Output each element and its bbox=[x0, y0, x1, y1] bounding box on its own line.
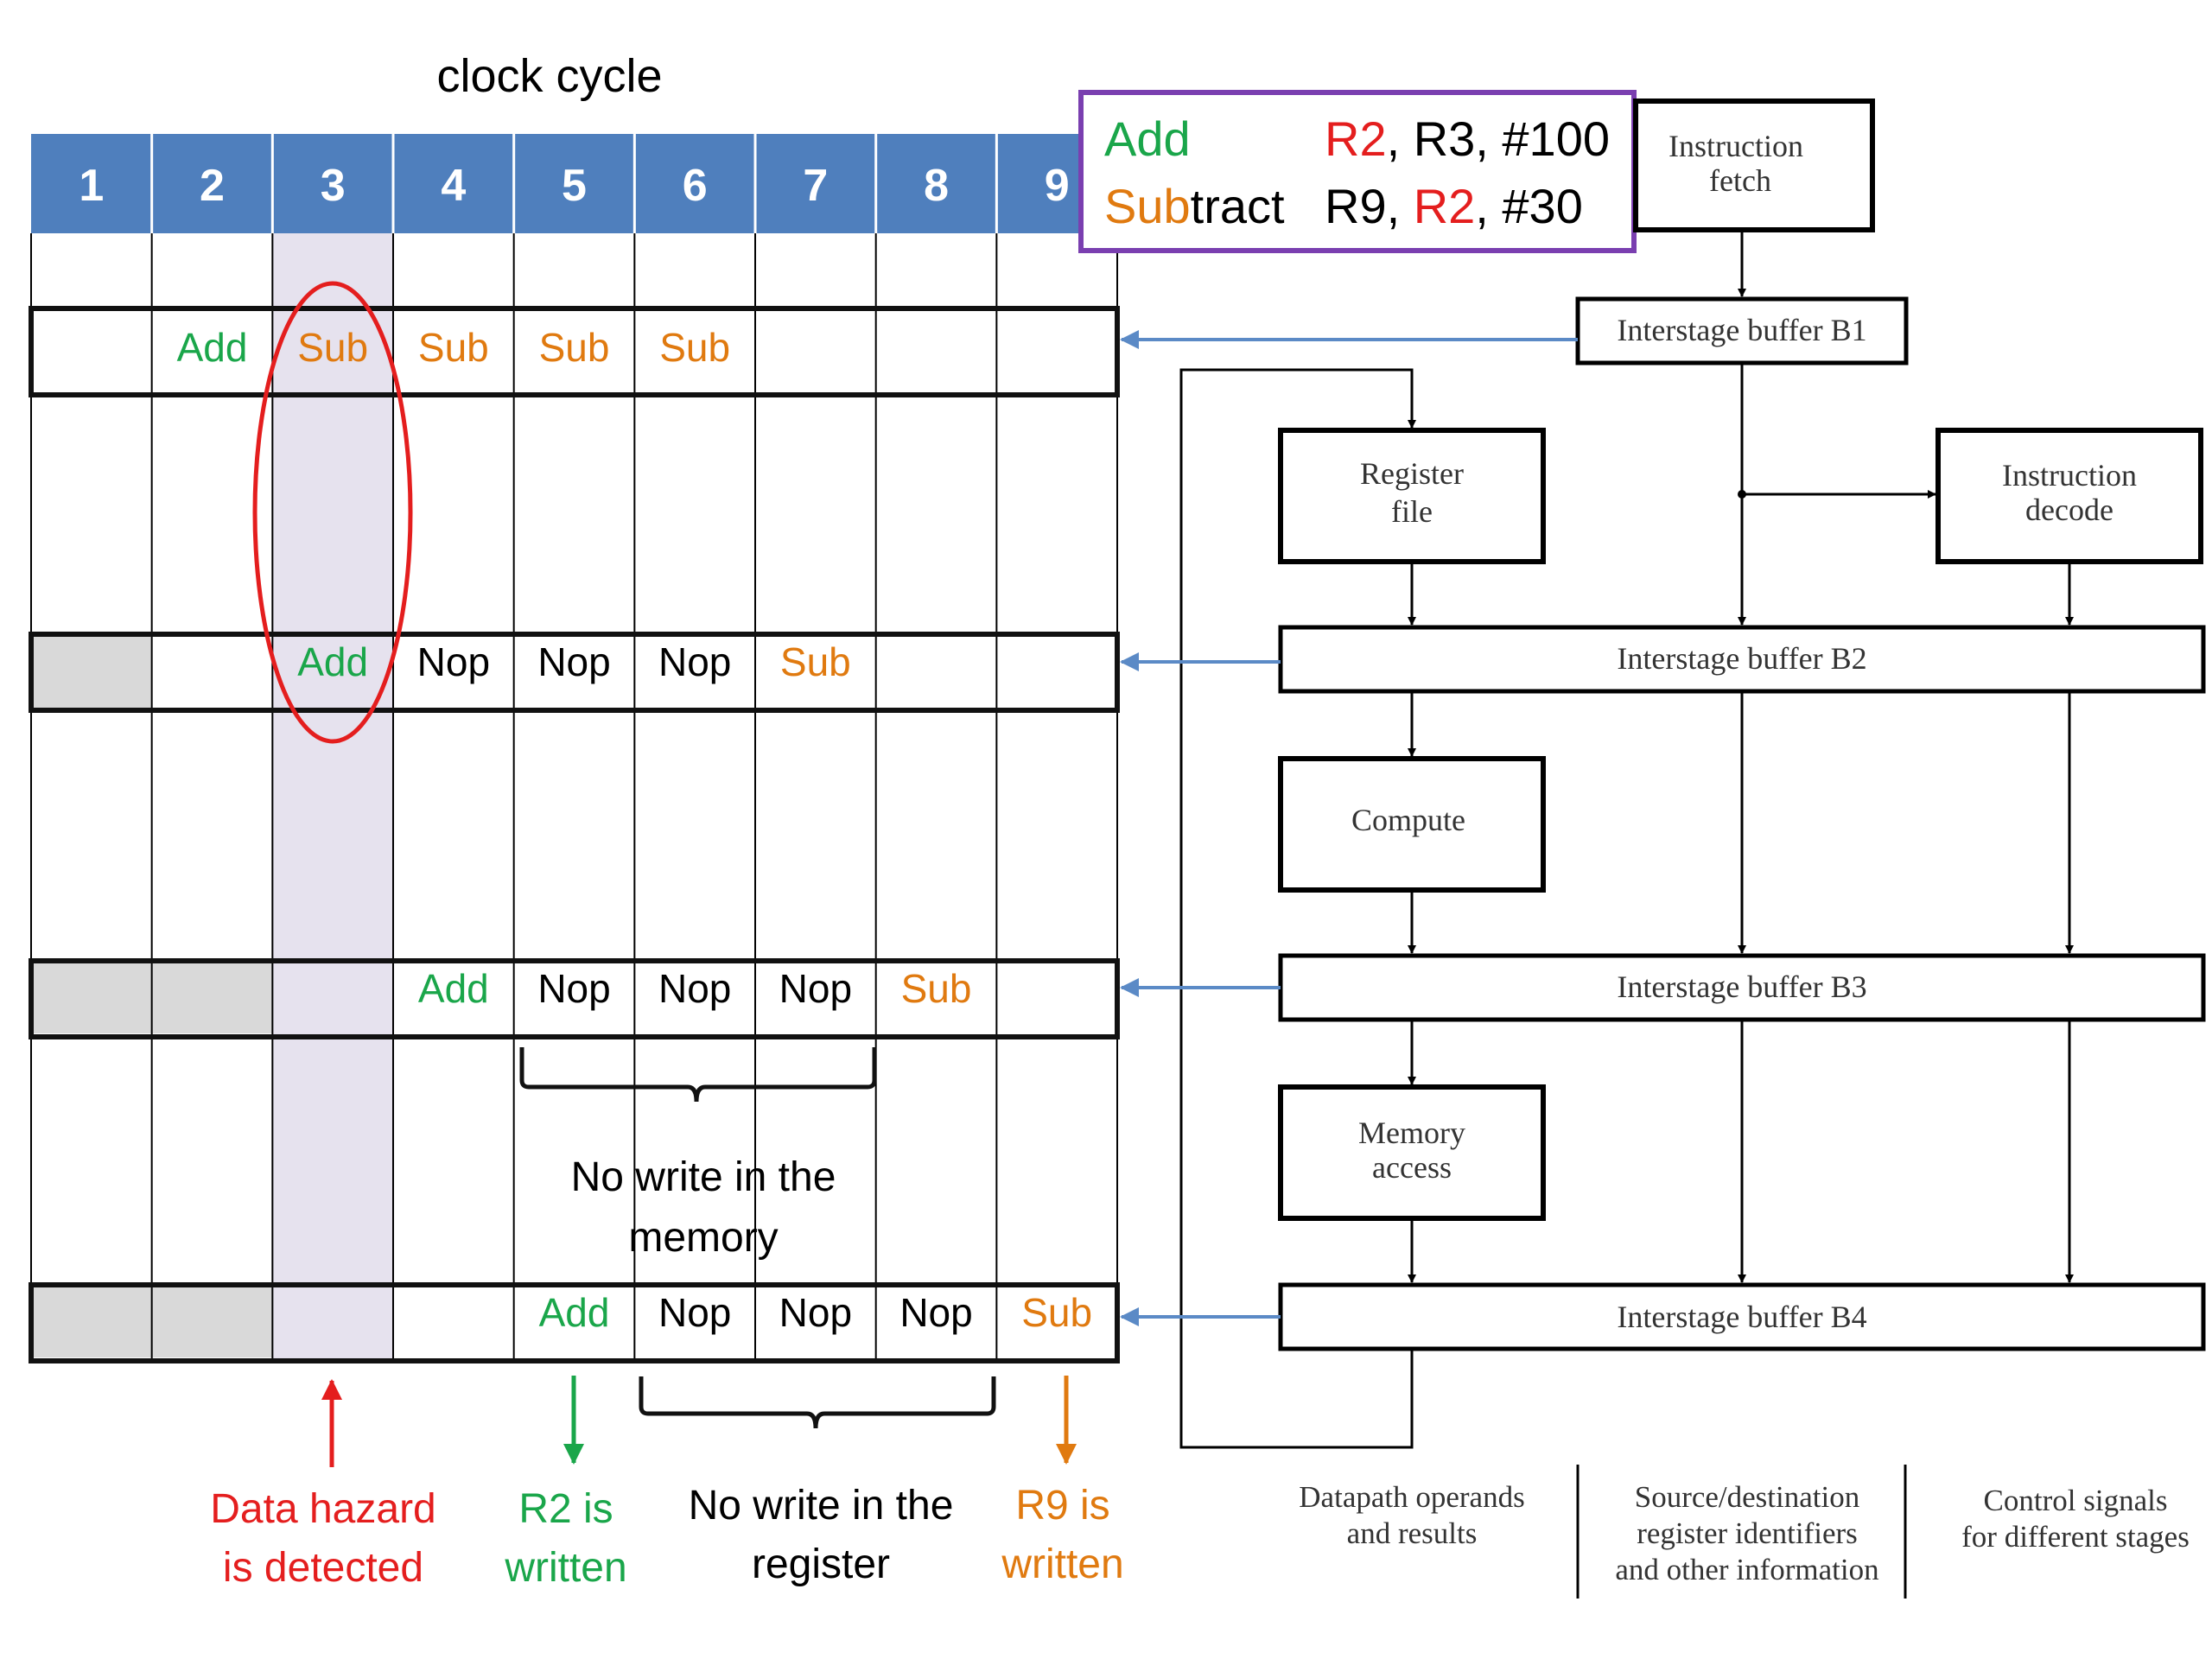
cycle-label: 9 bbox=[1045, 161, 1070, 211]
stage-cell-b3: Nop bbox=[779, 966, 852, 1011]
stage-cell-b4: Nop bbox=[899, 1290, 972, 1335]
legend-register-line3: and other information bbox=[1615, 1553, 1878, 1586]
memory-label-line2: access bbox=[1372, 1150, 1452, 1185]
legend-datapath-line2: and results bbox=[1347, 1516, 1478, 1550]
stage-cell-b2: Nop bbox=[658, 639, 731, 684]
cycle-labels: 1 2 3 4 5 6 7 8 9 bbox=[79, 161, 1069, 211]
r2-note-line2: written bbox=[504, 1545, 626, 1591]
pipeline-connectors bbox=[1179, 230, 2074, 1599]
stage-cell-b2: Add bbox=[297, 639, 368, 684]
gray-cell bbox=[31, 637, 152, 709]
gray-cells bbox=[31, 637, 273, 1357]
r9-note-line1: R9 is bbox=[1015, 1483, 1109, 1529]
signal-legend: Datapath operands and results Source/des… bbox=[1299, 1480, 2190, 1586]
cycle-label: 7 bbox=[803, 161, 828, 211]
grid-column-lines bbox=[30, 233, 1119, 1362]
fetch-label-line1: Instruction bbox=[1669, 129, 1803, 163]
regfile-label-line2: file bbox=[1391, 494, 1433, 529]
code-line-add-operands: R2, R3, #100 bbox=[1325, 111, 1610, 166]
stage-cell-b3: Sub bbox=[901, 966, 972, 1011]
add-dest-register: R2 bbox=[1325, 111, 1387, 166]
header-dividers bbox=[150, 134, 998, 233]
register-brace bbox=[639, 1376, 996, 1429]
stage-cell-b4: Sub bbox=[1021, 1290, 1092, 1335]
hazard-note-line1: Data hazard bbox=[210, 1486, 436, 1532]
stage-cell-b1: Sub bbox=[659, 325, 730, 370]
code-line-add: Add bbox=[1104, 111, 1191, 166]
cycle-label: 5 bbox=[562, 161, 587, 211]
legend-register-line2: register identifiers bbox=[1637, 1516, 1858, 1550]
b1-label: Interstage buffer B1 bbox=[1617, 313, 1866, 347]
stage-cell-b3: Nop bbox=[537, 966, 610, 1011]
code-line-sub: Subtract bbox=[1104, 179, 1285, 233]
legend-control-line2: for different stages bbox=[1961, 1520, 2190, 1554]
cycle-label: 2 bbox=[200, 161, 225, 211]
stage-cell-b1: Sub bbox=[297, 325, 368, 370]
stage-cell-b4: Nop bbox=[779, 1290, 852, 1335]
register-note-line2: register bbox=[752, 1541, 890, 1587]
stage-cell-b3: Nop bbox=[658, 966, 731, 1011]
stage-cell-b2: Nop bbox=[537, 639, 610, 684]
legend-control-line1: Control signals bbox=[1984, 1484, 2168, 1517]
b2-label: Interstage buffer B2 bbox=[1617, 641, 1866, 676]
stage-cell-b2: Sub bbox=[780, 639, 851, 684]
decode-label-line1: Instruction bbox=[2002, 458, 2137, 493]
code-box bbox=[1078, 90, 1637, 253]
decode-label-line2: decode bbox=[2025, 493, 2113, 527]
gray-cell bbox=[31, 1285, 152, 1357]
b3-label: Interstage buffer B3 bbox=[1617, 969, 1866, 1004]
cycle-label: 8 bbox=[924, 161, 949, 211]
cycle-label: 1 bbox=[79, 161, 104, 211]
cycle-label: 6 bbox=[683, 161, 708, 211]
memory-label-line1: Memory bbox=[1358, 1116, 1465, 1150]
instruction-fetch-box bbox=[1633, 99, 1875, 232]
gray-cell bbox=[152, 1285, 273, 1357]
r9-note-line2: written bbox=[1001, 1541, 1123, 1587]
stage-cell-b1: Sub bbox=[418, 325, 489, 370]
pipeline-labels: Instruction fetch Interstage buffer B1 R… bbox=[1351, 129, 2137, 1334]
stage-cell-b3: Add bbox=[418, 966, 489, 1011]
memory-note-line1: No write in the bbox=[571, 1154, 836, 1200]
hazard-ellipse bbox=[252, 281, 413, 744]
b4-label: Interstage buffer B4 bbox=[1617, 1300, 1866, 1334]
cycle-header-bar bbox=[31, 134, 1120, 233]
cycle-highlight-column bbox=[272, 233, 393, 1362]
sub-mnemonic-rest: tract bbox=[1191, 179, 1285, 233]
sub-mnemonic-colored: Sub bbox=[1104, 179, 1191, 233]
fetch-label-line2: fetch bbox=[1709, 163, 1771, 198]
row-frame-b2 bbox=[29, 632, 1120, 713]
r2-note-line1: R2 is bbox=[518, 1486, 613, 1532]
add-mnemonic: Add bbox=[1104, 111, 1191, 166]
gray-cell bbox=[31, 961, 152, 1033]
memory-note-line2: memory bbox=[628, 1215, 778, 1261]
hazard-note-line2: is detected bbox=[223, 1545, 423, 1591]
stage-cell-b1: Sub bbox=[539, 325, 610, 370]
code-line-sub-operands: R9, R2, #30 bbox=[1325, 179, 1583, 233]
row-frame-b3 bbox=[29, 958, 1120, 1039]
buffer-to-row-arrows bbox=[1120, 330, 1578, 1326]
gray-cell bbox=[152, 961, 273, 1033]
memory-brace bbox=[519, 1047, 877, 1103]
stage-cell-b1: Add bbox=[177, 325, 248, 370]
compute-label: Compute bbox=[1351, 803, 1465, 837]
legend-datapath-line1: Datapath operands bbox=[1299, 1480, 1524, 1514]
stage-cell-b4: Add bbox=[539, 1290, 610, 1335]
add-operands-rest: , R3, #100 bbox=[1387, 111, 1610, 166]
sub-source-register: R2 bbox=[1414, 179, 1476, 233]
regfile-label-line1: Register bbox=[1360, 456, 1464, 491]
sub-operands-pre: R9, bbox=[1325, 179, 1414, 233]
row-frame-b4 bbox=[29, 1282, 1120, 1363]
stage-cell-b2: Nop bbox=[417, 639, 490, 684]
clock-cycle-title: clock cycle bbox=[436, 50, 662, 102]
legend-register-line1: Source/destination bbox=[1635, 1480, 1860, 1514]
register-note-line1: No write in the bbox=[689, 1483, 954, 1529]
cycle-label: 4 bbox=[441, 161, 466, 211]
cycle-label: 3 bbox=[321, 161, 346, 211]
stage-cell-b4: Nop bbox=[658, 1290, 731, 1335]
sub-operands-rest: , #30 bbox=[1475, 179, 1583, 233]
row-frames bbox=[29, 306, 1120, 1363]
row-frame-b1 bbox=[29, 306, 1120, 397]
